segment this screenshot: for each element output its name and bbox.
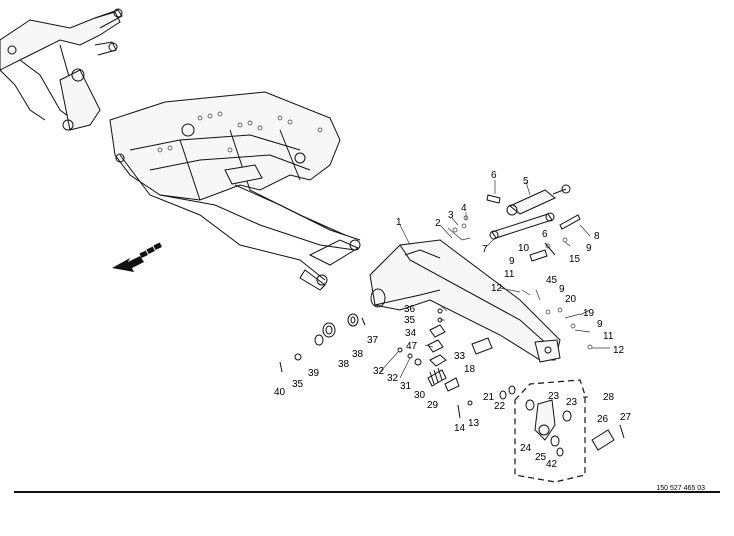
part-label-6: 6 xyxy=(491,170,497,181)
part-label-36: 36 xyxy=(404,304,416,315)
upper-assembly-fragment xyxy=(0,8,123,131)
part-label-32b: 32 xyxy=(387,373,399,384)
part-label-10: 10 xyxy=(518,243,530,254)
part-label-13: 13 xyxy=(468,418,480,429)
part-label-31: 31 xyxy=(400,381,412,392)
part-label-45: 45 xyxy=(546,275,558,286)
part-label-1: 1 xyxy=(396,217,402,228)
part-label-14: 14 xyxy=(454,423,466,434)
part-label-9d: 9 xyxy=(597,319,603,330)
document-reference-number: 150 527 465 03 xyxy=(656,485,705,492)
boom-arm xyxy=(369,239,561,363)
main-frame-assembly xyxy=(109,91,361,291)
part-label-12a: 12 xyxy=(491,283,503,294)
pin-8 xyxy=(559,214,581,230)
part-label-42: 42 xyxy=(546,459,558,470)
part-label-47: 47 xyxy=(406,341,418,352)
part-label-37: 37 xyxy=(367,335,379,346)
part-label-33: 33 xyxy=(454,351,466,362)
part-label-2: 2 xyxy=(435,218,441,229)
part-label-4: 4 xyxy=(461,203,467,214)
part-label-12b: 12 xyxy=(613,345,625,356)
part-label-11b: 11 xyxy=(603,331,614,342)
bolts-13-14-21-22 xyxy=(457,385,516,419)
pin-15 xyxy=(544,242,556,256)
part-label-26: 26 xyxy=(597,414,609,425)
pin-26 xyxy=(591,429,615,451)
link-rod xyxy=(489,212,555,240)
part-labels: 1 2 3 4 5 6 6 7 8 9 9 9 9 10 11 11 12 12… xyxy=(274,170,632,470)
part-label-21: 21 xyxy=(483,392,495,403)
part-label-39: 39 xyxy=(308,368,320,379)
direction-arrow-icon xyxy=(112,242,162,272)
part-label-15: 15 xyxy=(569,254,581,265)
part-label-35a: 35 xyxy=(404,315,416,326)
part-label-29: 29 xyxy=(427,400,439,411)
part-label-23b: 23 xyxy=(566,397,578,408)
part-label-5: 5 xyxy=(523,176,529,187)
part-label-22: 22 xyxy=(494,401,506,412)
part-label-9b: 9 xyxy=(509,256,515,267)
plate-parts xyxy=(427,308,447,367)
part-label-23a: 23 xyxy=(548,391,560,402)
subassembly-box xyxy=(514,379,588,483)
part-label-7: 7 xyxy=(482,244,488,255)
part-label-38a: 38 xyxy=(352,349,364,360)
part-label-28: 28 xyxy=(603,392,615,403)
pin-10 xyxy=(529,249,548,262)
part-label-30: 30 xyxy=(414,390,426,401)
part-label-8: 8 xyxy=(594,231,600,242)
part-label-18: 18 xyxy=(464,364,476,375)
part-label-38b: 38 xyxy=(338,359,350,370)
part-label-32a: 32 xyxy=(373,366,385,377)
part-label-25: 25 xyxy=(535,452,547,463)
pin-6 xyxy=(486,194,501,204)
part-label-11a: 11 xyxy=(504,269,515,280)
hydraulic-cylinder xyxy=(506,184,571,216)
leader-lines xyxy=(379,180,610,379)
part-label-3: 3 xyxy=(448,210,454,221)
part-label-20: 20 xyxy=(565,294,577,305)
part-label-40: 40 xyxy=(274,387,286,398)
bearing-stack xyxy=(279,313,366,373)
small-fasteners xyxy=(447,215,593,350)
part-label-34: 34 xyxy=(405,328,417,339)
part-label-9a: 9 xyxy=(586,243,592,254)
part-label-9c: 9 xyxy=(559,284,565,295)
part-label-6b: 6 xyxy=(542,229,548,240)
pin-27 xyxy=(619,424,625,439)
part-label-24: 24 xyxy=(520,443,532,454)
part-label-27: 27 xyxy=(620,412,632,423)
part-label-35b: 35 xyxy=(292,379,304,390)
part-label-19: 19 xyxy=(583,308,595,319)
spring-assembly xyxy=(397,337,493,392)
